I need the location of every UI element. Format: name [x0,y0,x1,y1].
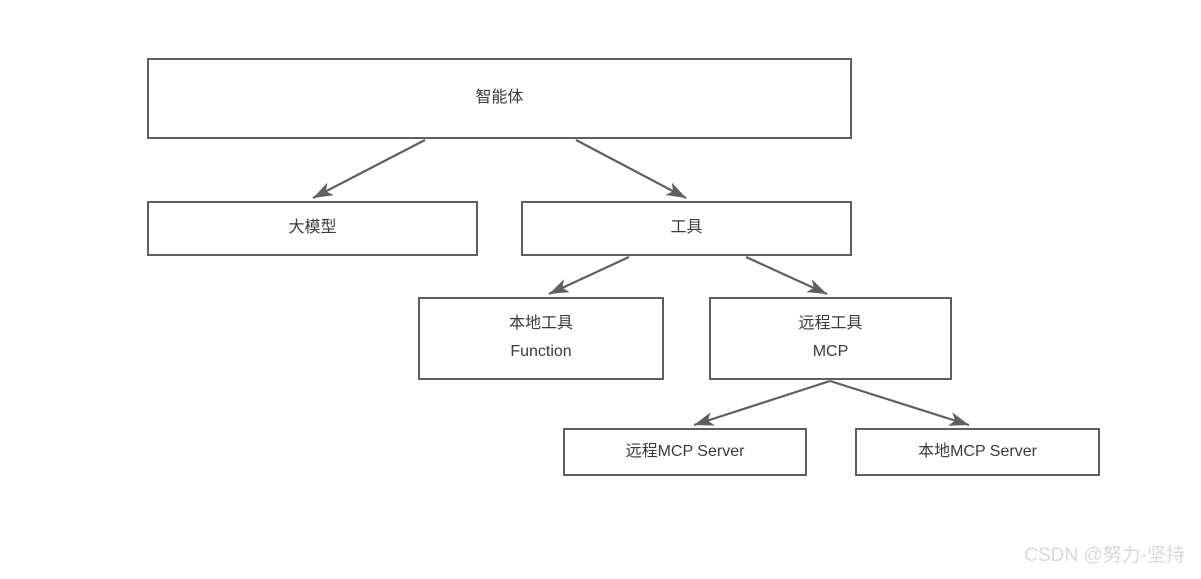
node-tools[interactable]: 工具 [521,201,852,256]
node-remote-mcp-server-label: 远程MCP Server [625,442,745,460]
node-agent-label: 智能体 [475,89,524,107]
edge-agent-to-llm [312,139,426,199]
edge-remote-tool-to-local-mcp [829,379,970,427]
node-local-tool[interactable]: 本地工具 Function [418,297,664,380]
node-agent[interactable]: 智能体 [147,58,852,139]
node-local-mcp-server[interactable]: 本地MCP Server [855,428,1100,476]
node-local-tool-label: 本地工具 [508,315,573,333]
node-remote-tool-sublabel: MCP [812,343,849,360]
node-local-mcp-server-label: 本地MCP Server [918,442,1037,460]
node-large-model[interactable]: 大模型 [147,201,478,256]
node-local-tool-sublabel: Function [510,343,572,360]
edge-agent-to-tools [575,139,687,199]
edge-remote-tool-to-remote-mcp [693,379,831,427]
node-large-model-label: 大模型 [288,219,337,237]
node-remote-tool[interactable]: 远程工具 MCP [709,297,952,380]
node-tools-label: 工具 [670,219,703,237]
node-remote-mcp-server[interactable]: 远程MCP Server [563,428,807,476]
edge-tools-to-remote-tool [745,255,828,296]
node-remote-tool-label: 远程工具 [798,315,863,333]
watermark: CSDN @努力-坚持 [1024,545,1185,566]
edge-tools-to-local-tool [548,256,630,295]
